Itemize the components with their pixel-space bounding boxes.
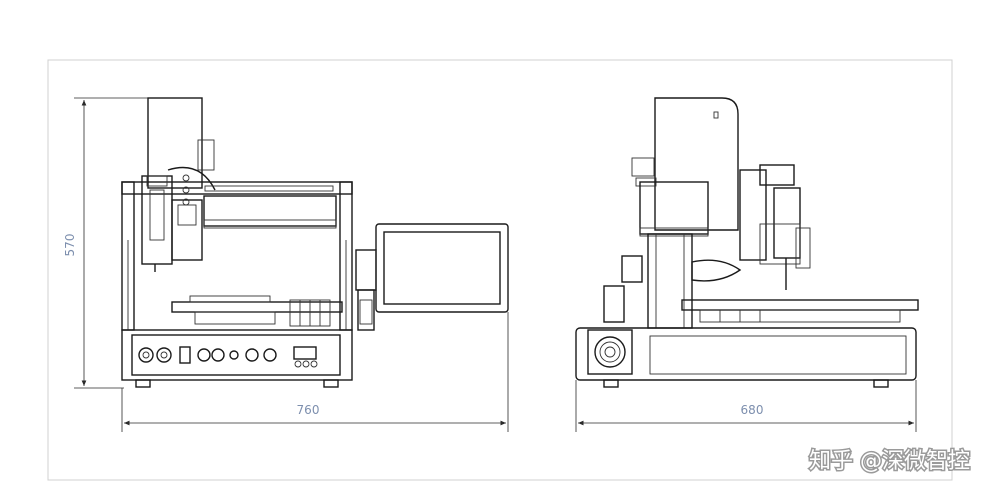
front-width-dimension: 760: [121, 312, 509, 432]
height-dimension: 570: [63, 97, 148, 389]
front-view: [121, 97, 509, 388]
side-view: [575, 97, 919, 388]
drawing-frame: [47, 59, 953, 481]
side-width-label: 680: [741, 403, 764, 417]
front-width-label: 760: [297, 403, 320, 417]
side-width-dimension: 680: [575, 380, 917, 432]
watermark-text: 知乎 @深微智控: [809, 449, 970, 474]
height-label: 570: [63, 234, 77, 257]
